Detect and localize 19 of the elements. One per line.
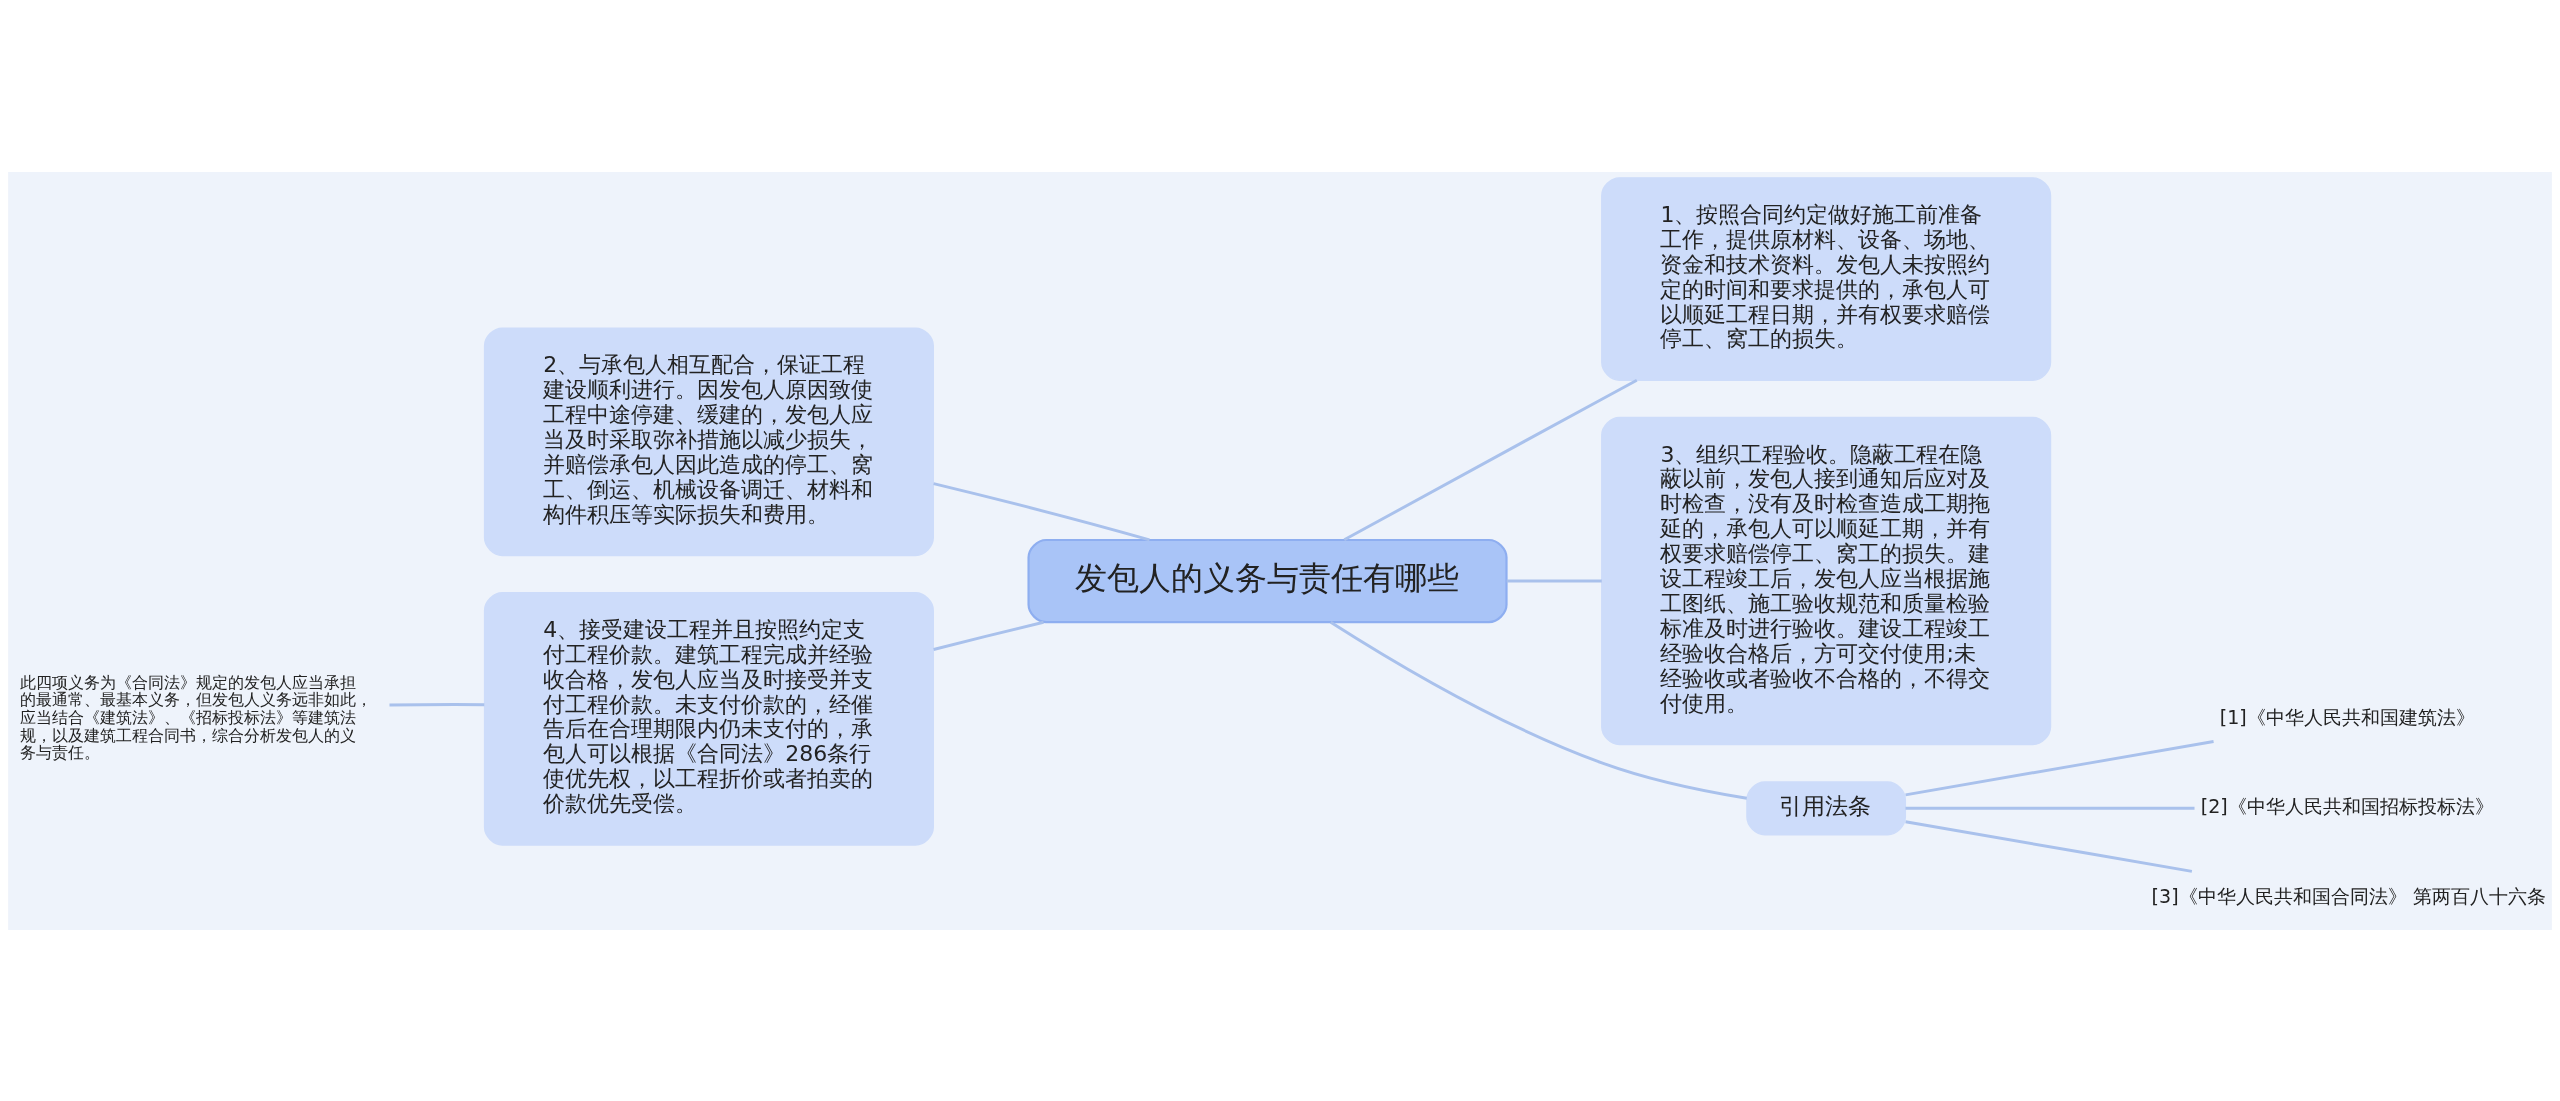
node-box: 3、组织工程验收。隐蔽工程在隐蔽以前，发包人接到通知后应对及时检查，没有及时检查造成工期拖延的，承包人可以顺延工期，并有权要求赔偿停工、窝工的损失。建设工程竣工后，发包人应当根据施工图纸、施工验收规范和质量检验标准及时进行验收。建设工程竣工经验收合格后，方可交付使用;未经验收或者验收不合格的，不得交付使用。 (1601, 416, 2052, 745)
node-box: 2、与承包人相互配合，保证工程建设顺利进行。因发包人原因致使工程中途停建、缓建的，发包人应当及时采取弥补措施以减少损失，并赔偿承包人因此造成的停工、窝工、倒运、机械设备调迁、材料和构件积压等实际损失和费用。 (483, 326, 934, 556)
node-box: 4、接受建设工程并且按照约定支付工程价款。建筑工程完成并经验收合格，发包人应当及时接受并支付工程价款。未支付价款的，经催告后在合理期限内仍未支付的，承包人可以根据《合同法》286条行使优先权，以工程折价或者拍卖的价款优先受偿。 (483, 591, 934, 846)
connector (933, 620, 1044, 651)
node-text: [2]《中华人民共和国招标投标法》 (2200, 794, 2494, 817)
node-text: [1]《中华人民共和国建筑法》 (2219, 705, 2475, 728)
connector (389, 702, 485, 706)
node-text: [3]《中华人民共和国合同法》 第两百八十六条 (2151, 884, 2546, 907)
node-box: 发包人的义务与责任有哪些 (1027, 538, 1508, 623)
connector (1905, 819, 2193, 873)
connector (1506, 579, 1602, 583)
connector (1905, 806, 2195, 810)
node-box: 引用法条 (1746, 780, 1907, 835)
connector (1905, 739, 2214, 796)
connector (1329, 620, 1748, 800)
node-box: 1、按照合同约定做好施工前准备工作，提供原材料、设备、场地、资金和技术资料。发包人未按照约定的时间和要求提供的，承包人可以顺延工程日期，并有权要求赔偿停工、窝工的损失。 (1601, 176, 2052, 381)
node-text: 此四项义务为《合同法》规定的发包人应当承担的最通常、最基本义务，但发包人义务远非如此，应当结合《建筑法》、《招标投标法》等建筑法规，以及建筑工程合同书，综合分析发包人的义务与责任。 (19, 672, 372, 762)
connector (1343, 378, 1638, 541)
connector (933, 481, 1150, 541)
